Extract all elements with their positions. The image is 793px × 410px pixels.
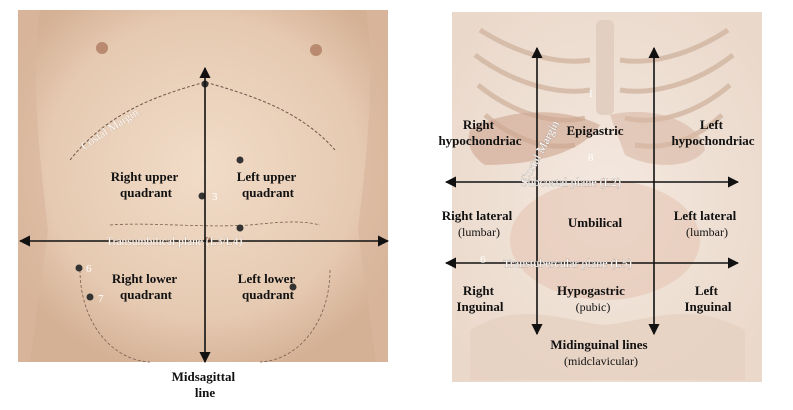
left-panel: 3 6 7 Costal Margin Transumbilical plane… [18,10,390,400]
sternum [596,20,614,115]
left-lateral-label: Left lateral (lumbar) [674,207,740,239]
right-lateral-label: Right lateral (lumbar) [442,207,516,239]
marker-label-6: 6 [86,263,92,275]
right-arm-shadow [18,10,48,362]
subcostal-plane-label: Subcostal plane (L2) [521,175,621,189]
epigastric-label: Epigastric [566,123,623,138]
marker-label-7: 7 [98,293,104,305]
left-hypochondriac-label: Left hypochondriac [671,117,754,148]
marker-label-8: 8 [588,152,594,164]
right-panel: 1 8 6 Costal Margin Subcostal plane (L2)… [438,12,762,382]
left-lower-quadrant-label: Left lower quadrant [238,271,298,302]
hypogastric-label: Hypogastric (pubic) [557,282,629,314]
right-lower-quadrant-label: Right lower quadrant [112,271,180,302]
marker-dot-right-lower [289,283,297,291]
transtubercular-plane-label: Transtubercular plane (L5) [503,256,632,270]
left-inguinal-label: Left Inguinal [685,283,732,314]
left-nipple [310,44,322,56]
intestines [510,180,700,300]
right-hypochondriac-label: Right hypochondriac [438,117,521,148]
right-nipple [96,42,108,54]
marker-label-3: 3 [212,191,218,203]
right-upper-quadrant-label: Right upper quadrant [111,169,182,200]
marker-label-1: 1 [588,88,594,100]
left-arm-shadow [358,10,388,362]
midinguinal-lines-label: Midinguinal lines (midclavicular) [550,336,651,368]
lower-abdomen-contour [79,269,331,363]
marker-dot-upper-left [236,156,244,164]
marker-label-6-right: 6 [480,254,486,266]
torso-silhouette [18,10,388,362]
costal-margin-line [69,81,336,161]
marker-dot-mid-left [236,224,244,232]
marker-dot-7 [86,293,94,301]
transumbilical-plane-label: Transumbilical plane (L3/L4) [106,236,242,248]
left-upper-quadrant-label: Left upper quadrant [237,169,300,200]
right-inguinal-label: Right Inguinal [457,283,504,314]
umbilical-label: Umbilical [568,215,623,230]
midsagittal-line-label: Midsagittal line [172,369,239,400]
marker-dot-6 [75,264,83,272]
